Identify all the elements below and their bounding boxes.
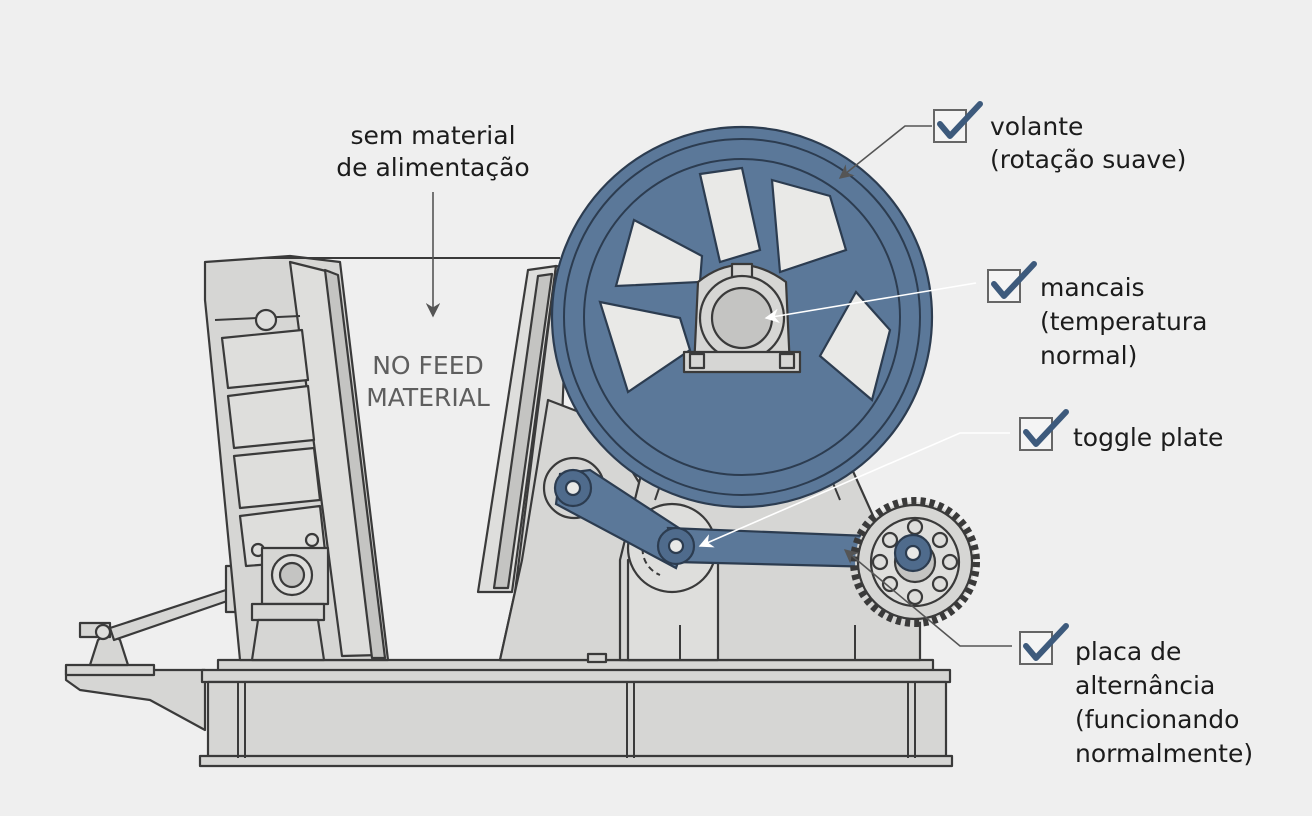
- fixed-jaw: [203, 254, 390, 662]
- bearing-block: [682, 262, 802, 374]
- base-frame: [64, 658, 954, 768]
- check-icon: [1023, 623, 1069, 661]
- stamp-line-1: NO FEED: [372, 351, 484, 380]
- top-note-line-1: sem material: [350, 121, 515, 150]
- arrow-icon: [698, 432, 1010, 548]
- leader-lines: [698, 125, 1012, 647]
- callout-placa: placa de alternância (funcionando normal…: [1019, 623, 1253, 768]
- callout-toggle-line-1: toggle plate: [1073, 423, 1223, 452]
- callout-placa-line-3: (funcionando: [1075, 705, 1239, 734]
- callout-volante-line-2: (rotação suave): [990, 145, 1186, 174]
- check-icon: [937, 101, 983, 139]
- no-feed-stamp: NO FEED MATERIAL: [366, 351, 490, 412]
- arrow-icon: [843, 549, 1012, 647]
- arrow-icon: [764, 282, 977, 323]
- top-note: sem material de alimentação: [336, 121, 530, 318]
- check-icon: [991, 261, 1037, 299]
- callout-placa-line-4: normalmente): [1075, 739, 1253, 768]
- callout-mancais-line-3: normal): [1040, 341, 1137, 370]
- callout-toggle: toggle plate: [1019, 409, 1223, 452]
- arrow-icon: [838, 125, 932, 179]
- callout-placa-line-1: placa de: [1075, 637, 1181, 666]
- callout-mancais-line-2: (temperatura: [1040, 307, 1207, 336]
- callout-mancais: mancais (temperatura normal): [987, 261, 1207, 370]
- stamp-line-2: MATERIAL: [366, 383, 490, 412]
- callout-volante-line-1: volante: [990, 112, 1083, 141]
- callout-mancais-line-1: mancais: [1040, 273, 1145, 302]
- top-note-line-2: de alimentação: [336, 153, 529, 182]
- check-icon: [1023, 409, 1069, 447]
- drive-gear: [850, 497, 980, 627]
- callout-volante: volante (rotação suave): [933, 101, 1186, 174]
- callout-placa-line-2: alternância: [1075, 671, 1215, 700]
